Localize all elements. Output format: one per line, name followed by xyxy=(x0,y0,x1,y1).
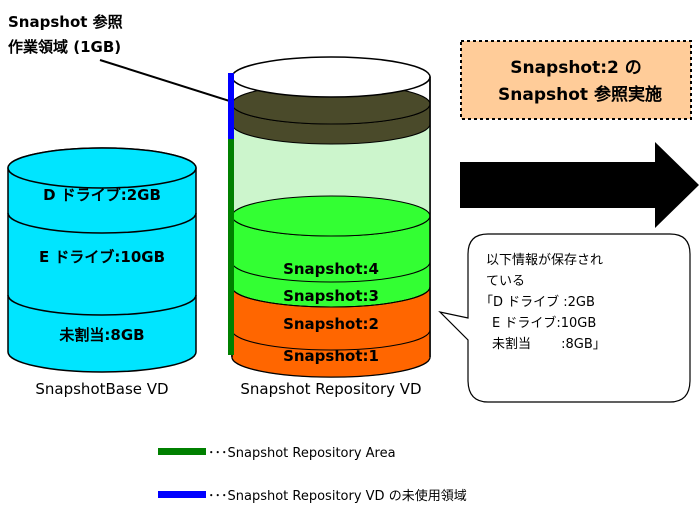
repository-vd-cylinder xyxy=(228,56,431,378)
base-vd-caption: SnapshotBase VD xyxy=(35,380,168,398)
snapshot-2-label: Snapshot:2 xyxy=(283,315,379,333)
snapshot-3-label: Snapshot:3 xyxy=(283,287,379,305)
base-section-e: E ドライブ:10GB xyxy=(39,248,165,266)
callout-line1: Snapshot:2 の xyxy=(510,58,642,78)
callout-line2: Snapshot 参照実施 xyxy=(498,84,662,105)
snapshot-1-label: Snapshot:1 xyxy=(283,347,379,365)
bubble-line5: 未割当 :8GB」 xyxy=(492,336,606,352)
legend-green-swatch xyxy=(158,448,206,455)
base-section-d: D ドライブ:2GB xyxy=(43,186,161,204)
top-label-line1: Snapshot 参照 xyxy=(8,13,123,31)
top-label-line2: 作業領域 (1GB) xyxy=(8,38,121,56)
bubble-line3: 「D ドライブ :2GB xyxy=(480,294,595,310)
speech-bubble xyxy=(438,233,691,403)
callout-box xyxy=(460,40,692,120)
legend-blue-label: ･･･Snapshot Repository VD の未使用領域 xyxy=(208,488,467,504)
snapshot-4-label: Snapshot:4 xyxy=(283,260,379,278)
base-section-unallocated: 未割当:8GB xyxy=(58,326,144,344)
bubble-line2: ている xyxy=(486,274,525,289)
base-vd-cylinder xyxy=(7,147,197,373)
repository-vd-caption: Snapshot Repository VD xyxy=(240,380,421,398)
legend-blue-swatch xyxy=(158,491,206,498)
legend-green-label: ･･･Snapshot Repository Area xyxy=(208,446,396,461)
right-arrow-icon xyxy=(460,142,699,228)
bubble-line4: E ドライブ:10GB xyxy=(492,315,596,331)
bubble-line1: 以下情報が保存され xyxy=(486,253,603,268)
